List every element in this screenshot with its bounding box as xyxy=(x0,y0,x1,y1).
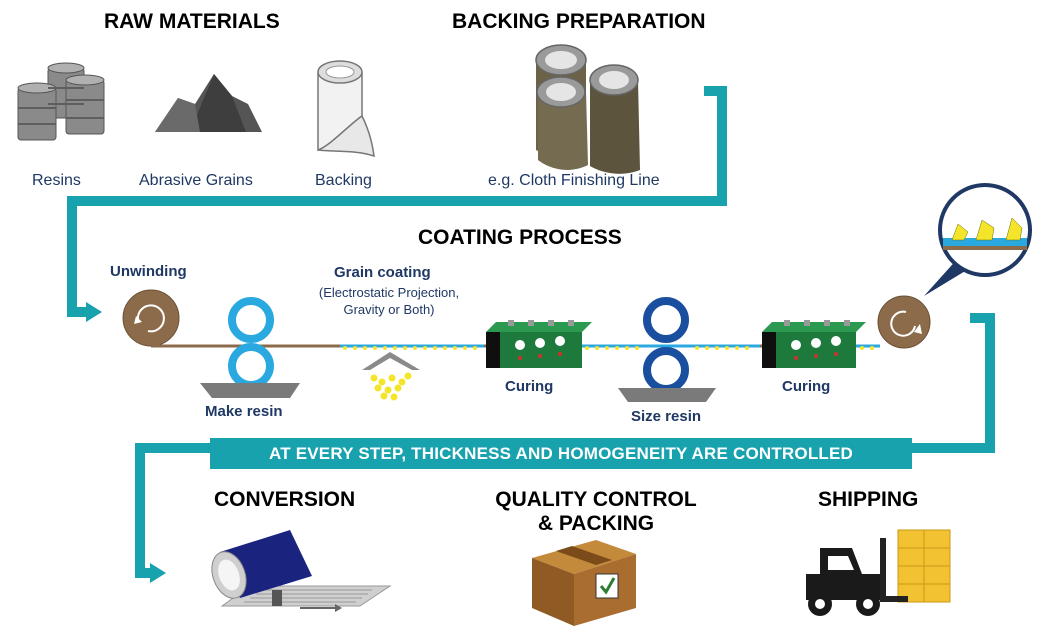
barrels-icon xyxy=(17,62,105,141)
rewinding-roll xyxy=(877,295,931,349)
resins-label: Resins xyxy=(32,172,81,189)
backing-preparation-heading: BACKING PREPARATION xyxy=(452,10,706,33)
backing-roll-icon xyxy=(317,60,375,158)
make-resin-label: Make resin xyxy=(205,403,283,420)
grain-dots xyxy=(343,346,874,350)
quality-control-heading-line-2: & PACKING xyxy=(537,512,655,535)
abrasive-grains-label: Abrasive Grains xyxy=(139,172,253,189)
quality-control-heading: QUALITY CONTROL & PACKING xyxy=(476,488,716,536)
flow-connector-right xyxy=(912,313,995,453)
curing-oven-1 xyxy=(486,320,592,368)
raw-materials-heading: RAW MATERIALS xyxy=(104,10,280,33)
flow-connector-top xyxy=(67,86,727,322)
conversion-icon xyxy=(211,530,392,612)
grain-coating-label: Grain coating xyxy=(334,264,431,281)
curing-label-2: Curing xyxy=(782,378,831,395)
coating-process-heading: COATING PROCESS xyxy=(418,226,622,249)
grain-coating-note-line-1: (Electrostatic Projection, xyxy=(318,285,460,300)
control-banner: AT EVERY STEP, THICKNESS AND HOMOGENEITY… xyxy=(210,438,912,469)
quality-control-heading-line-1: QUALITY CONTROL xyxy=(495,488,697,511)
grain-coating-note-line-2: Gravity or Both) xyxy=(343,302,435,317)
curing-label-1: Curing xyxy=(505,378,554,395)
conversion-heading: CONVERSION xyxy=(214,488,356,511)
abrasive-grains-icon xyxy=(155,74,262,132)
finishing-line-label: e.g. Cloth Finishing Line xyxy=(488,172,660,189)
cloth-rolls-icon xyxy=(535,44,640,174)
forklift-icon xyxy=(806,529,951,616)
package-box-icon xyxy=(532,540,636,626)
magnified-abrasive-callout xyxy=(924,183,1032,296)
curing-oven-2 xyxy=(762,320,866,368)
backing-label: Backing xyxy=(315,172,372,189)
shipping-heading: SHIPPING xyxy=(818,488,919,511)
size-resin-label: Size resin xyxy=(631,408,702,425)
make-resin-rollers xyxy=(200,297,300,398)
flow-connector-left xyxy=(135,443,210,583)
size-resin-rollers xyxy=(618,297,716,402)
unwinding-label: Unwinding xyxy=(110,263,187,280)
grain-coating-note: (Electrostatic Projection, Gravity or Bo… xyxy=(304,284,474,318)
grain-hopper-icon xyxy=(362,352,420,401)
unwinding-roll xyxy=(122,289,180,347)
